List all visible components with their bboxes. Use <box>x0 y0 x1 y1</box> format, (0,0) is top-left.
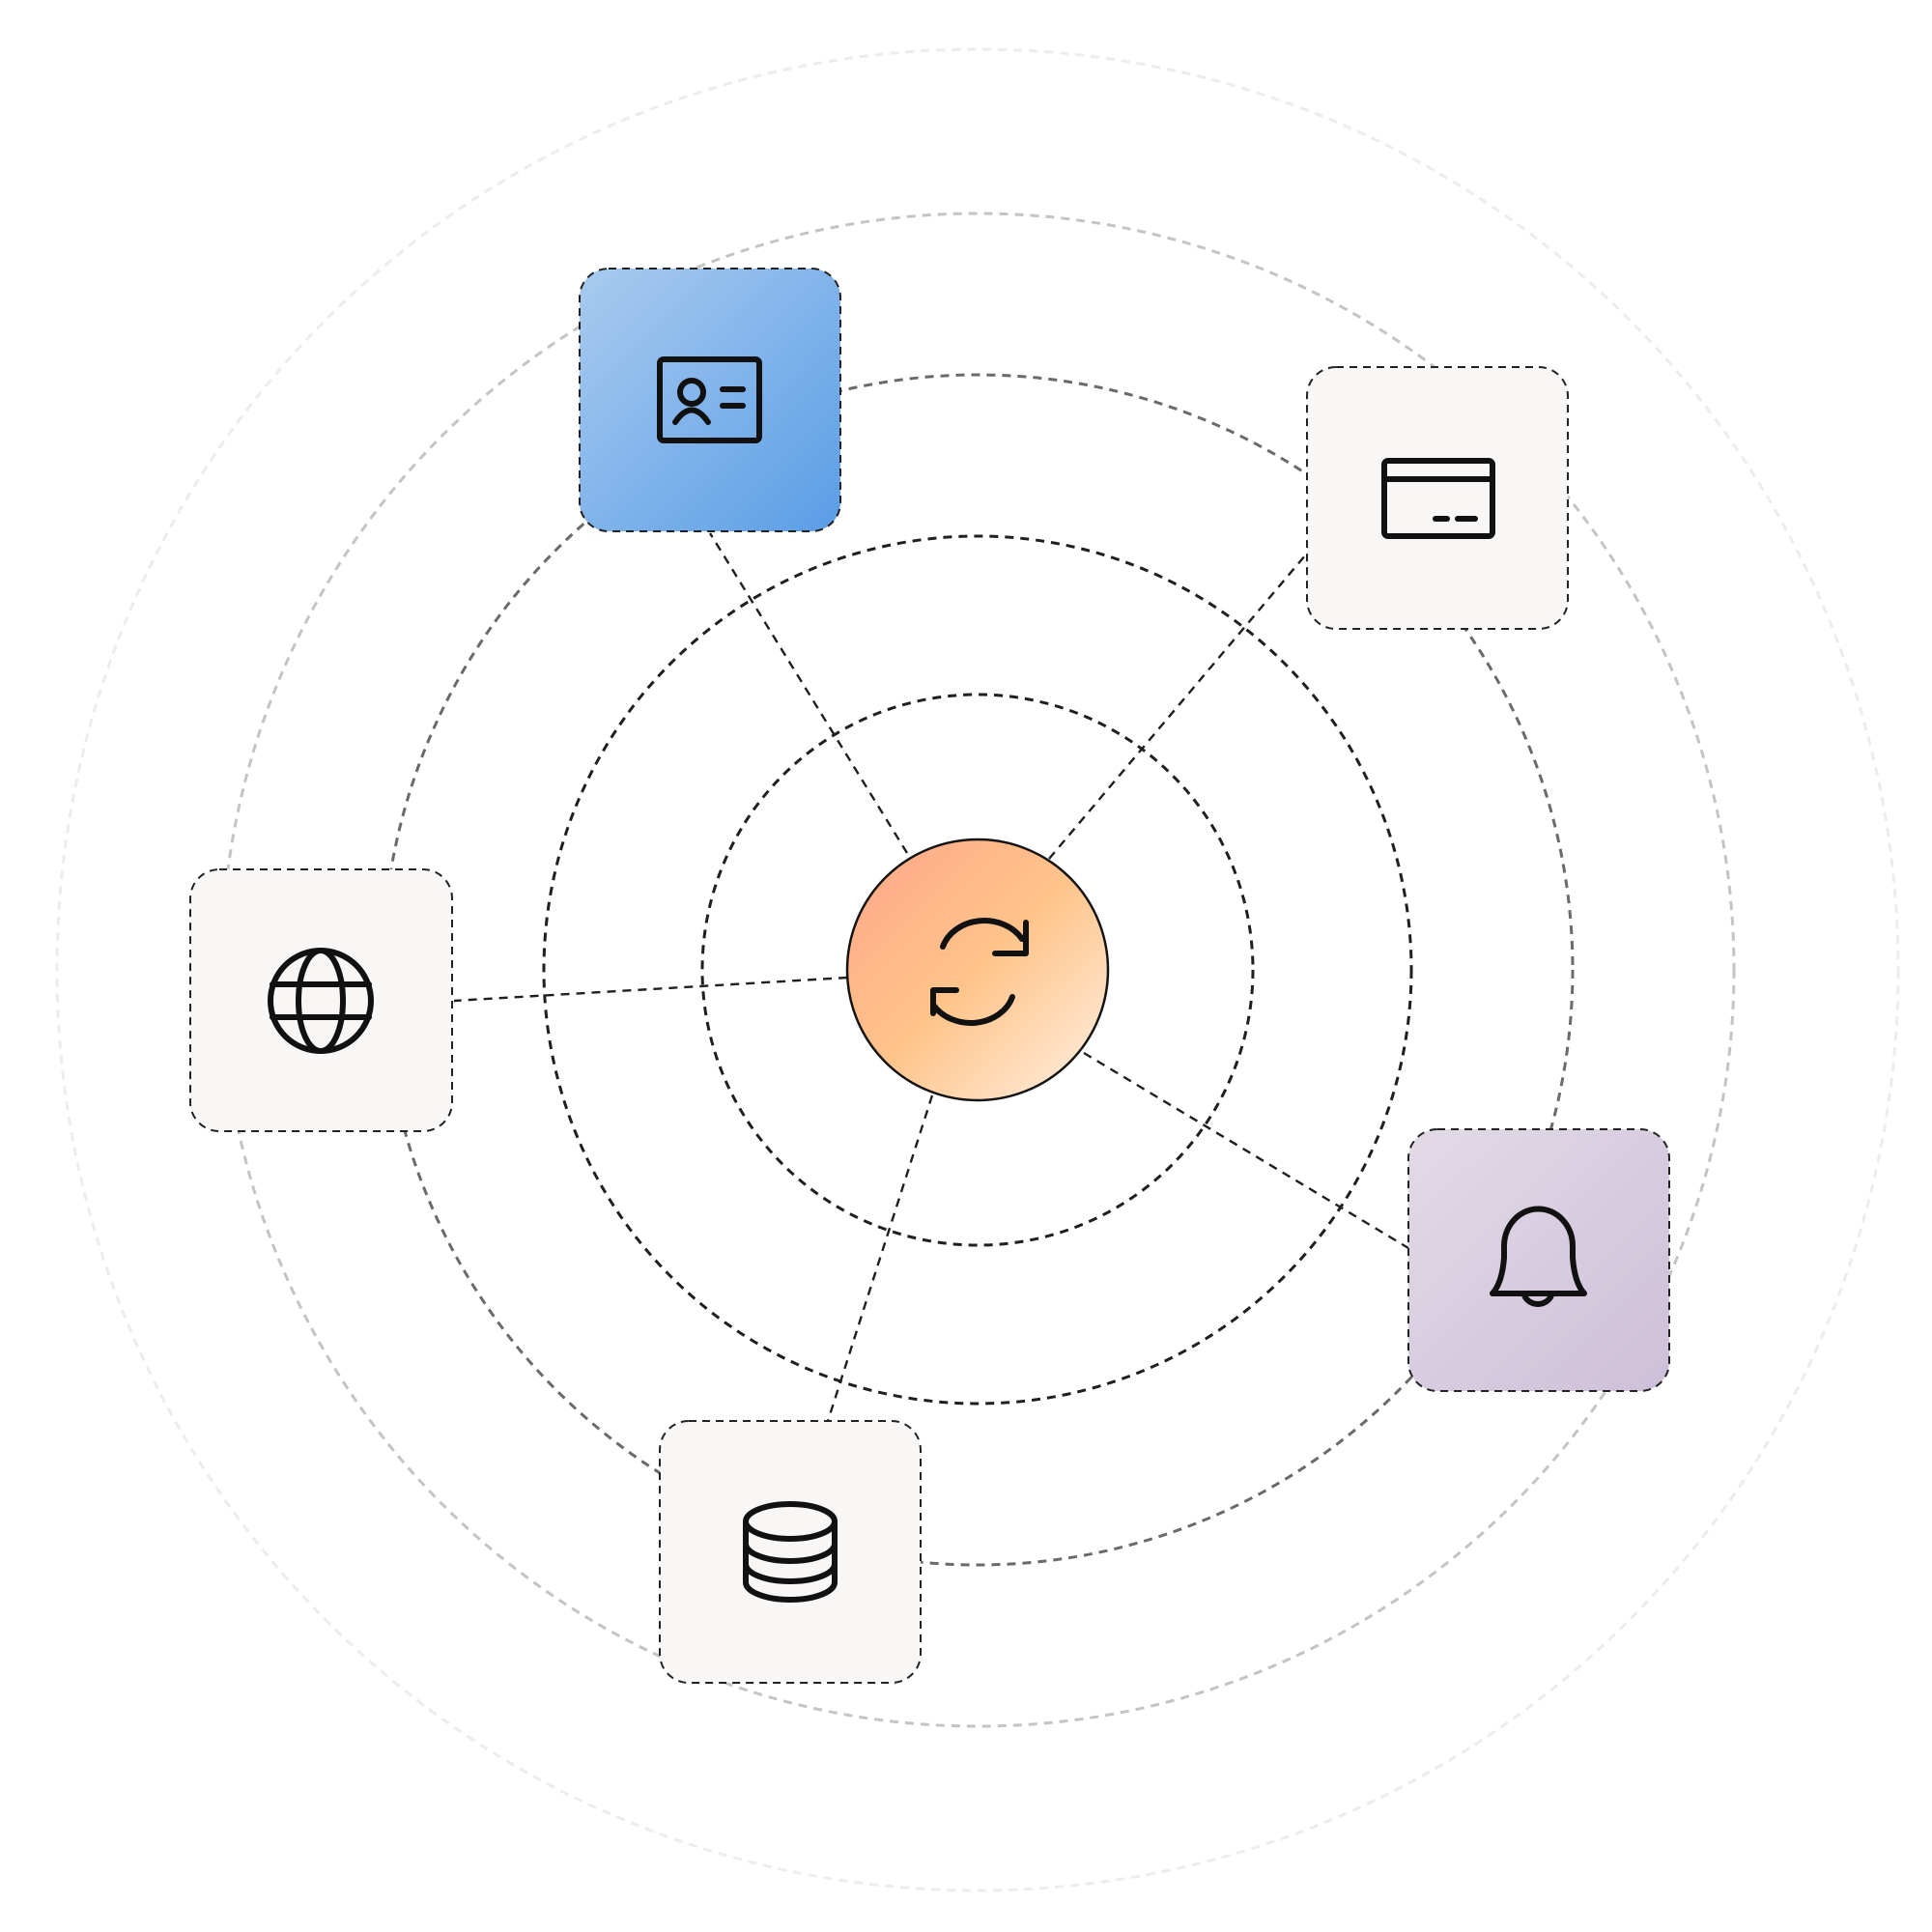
connector-storage <box>826 1094 934 1422</box>
node-storage-tile[interactable] <box>659 1420 922 1684</box>
connector-web <box>453 976 848 1003</box>
connector-identity <box>708 532 909 854</box>
connector-notifications <box>1083 1051 1409 1250</box>
hub-node <box>845 838 1110 1102</box>
node-storage[interactable] <box>659 1420 922 1684</box>
node-web-tile[interactable] <box>189 868 453 1132</box>
sync-arrows-icon <box>930 918 1029 1026</box>
node-payment[interactable] <box>1306 366 1569 630</box>
connector-lines <box>453 532 1409 1422</box>
node-identity[interactable] <box>579 268 841 532</box>
orbit-rings <box>55 47 1900 1892</box>
id-card-icon <box>657 356 762 443</box>
orbit-ring-3 <box>542 534 1413 1406</box>
orbit-ring-5 <box>219 212 1736 1728</box>
orbit-ring-4 <box>381 373 1575 1567</box>
node-payment-tile[interactable] <box>1306 366 1569 630</box>
node-notifications[interactable] <box>1407 1128 1670 1392</box>
database-icon <box>743 1501 838 1603</box>
node-web[interactable] <box>189 868 453 1132</box>
bell-icon <box>1490 1206 1587 1307</box>
globe-icon <box>268 948 374 1054</box>
credit-card-icon <box>1381 458 1495 539</box>
orbit-ring-2 <box>700 693 1255 1247</box>
node-notifications-tile[interactable] <box>1407 1128 1670 1392</box>
orbit-ring-6 <box>55 47 1900 1892</box>
node-identity-tile[interactable] <box>579 268 841 532</box>
connector-payment <box>1048 548 1312 860</box>
hub-circle <box>845 838 1110 1102</box>
